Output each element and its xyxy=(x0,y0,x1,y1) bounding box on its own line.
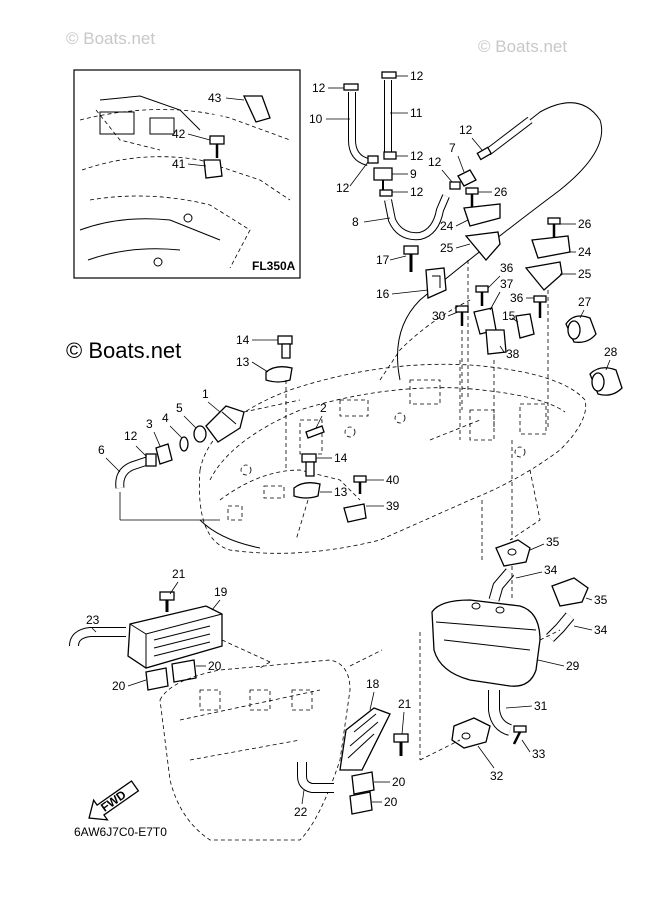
callout-24-a: 24 xyxy=(440,219,454,233)
callout-12-d: 12 xyxy=(410,149,424,163)
callout-5: 5 xyxy=(176,401,183,415)
callout-20-c: 20 xyxy=(392,775,406,789)
callout-12-c: 12 xyxy=(459,123,473,137)
callout-2: 2 xyxy=(320,401,327,415)
right-callouts: 26 24 25 36 37 30 36 36 36 15 38 27 28 xyxy=(432,217,618,371)
callout-18: 18 xyxy=(366,677,380,691)
silencer-callouts: 35 34 35 34 29 31 33 32 xyxy=(477,535,608,783)
callout-21-a: 21 xyxy=(172,567,186,581)
callout-15: 15 xyxy=(502,309,516,323)
callout-27: 27 xyxy=(578,295,592,309)
callout-36-shown: 36 xyxy=(510,291,524,305)
callout-32: 32 xyxy=(490,769,504,783)
callout-25-b: 25 xyxy=(578,267,592,281)
callout-7: 7 xyxy=(449,141,456,155)
callout-20-d: 20 xyxy=(384,795,398,809)
forward-arrow xyxy=(88,780,140,821)
callout-12-e: 12 xyxy=(428,155,442,169)
callout-21-b: 21 xyxy=(398,697,412,711)
callout-8: 8 xyxy=(352,215,359,229)
callout-41: 41 xyxy=(172,157,186,171)
callout-38: 38 xyxy=(506,347,520,361)
inset-code: FL350A xyxy=(252,259,296,273)
callout-12-g: 12 xyxy=(410,185,424,199)
callout-34-b: 34 xyxy=(594,623,608,637)
top-hose-group xyxy=(343,71,603,381)
lower-left-callouts: 21 19 23 20 20 18 21 20 20 22 xyxy=(86,567,412,819)
callout-26-a: 26 xyxy=(494,185,508,199)
callout-14-b: 14 xyxy=(334,451,348,465)
callout-17: 17 xyxy=(376,253,390,267)
callout-31: 31 xyxy=(534,699,548,713)
callout-43: 43 xyxy=(208,91,222,105)
inset-panel: 43 42 41 FL350A xyxy=(73,69,301,279)
callout-4: 4 xyxy=(162,411,169,425)
watermark-top-right: © Boats.net xyxy=(478,37,567,56)
callout-12-b: 12 xyxy=(410,69,424,83)
callout-16: 16 xyxy=(376,287,390,301)
callout-13-b: 13 xyxy=(334,485,348,499)
callout-3: 3 xyxy=(146,417,153,431)
watermark-middle-left: © Boats.net xyxy=(66,338,181,363)
callout-36-a: 36 xyxy=(500,261,514,275)
callout-10: 10 xyxy=(309,112,323,126)
watermark-top-left: © Boats.net xyxy=(66,29,155,48)
callout-23: 23 xyxy=(86,613,100,627)
left-callouts: 1 5 4 3 12 6 14 13 2 14 13 40 39 xyxy=(98,333,400,513)
callout-20-a: 20 xyxy=(208,659,222,673)
callout-35-b: 35 xyxy=(594,593,608,607)
callout-12-f: 12 xyxy=(336,181,350,195)
top-callouts: 12 12 10 11 12 12 7 12 9 12 12 26 24 8 2… xyxy=(309,69,508,301)
callout-12-a: 12 xyxy=(312,81,326,95)
callout-33: 33 xyxy=(532,747,546,761)
callout-6: 6 xyxy=(98,443,105,457)
callout-19: 19 xyxy=(214,585,228,599)
callout-12-h: 12 xyxy=(124,429,138,443)
lower-left-group xyxy=(69,591,409,841)
footer-code: 6AW6J7C0-E7T0 xyxy=(74,825,167,839)
callout-30: 30 xyxy=(432,309,446,323)
callout-28: 28 xyxy=(604,345,618,359)
callout-1: 1 xyxy=(202,387,209,401)
callout-37: 37 xyxy=(500,277,514,291)
callout-20-b: 20 xyxy=(112,679,126,693)
bottom-cowling xyxy=(199,299,587,560)
callout-42: 42 xyxy=(172,127,186,141)
callout-40: 40 xyxy=(386,473,400,487)
callout-26-b: 26 xyxy=(578,217,592,231)
callout-9: 9 xyxy=(410,167,417,181)
callout-13-a: 13 xyxy=(236,355,250,369)
callout-39: 39 xyxy=(386,499,400,513)
callout-35-a: 35 xyxy=(546,535,560,549)
callout-22: 22 xyxy=(294,805,308,819)
left-fitting-group xyxy=(115,335,367,541)
callout-11: 11 xyxy=(410,106,423,120)
callout-14-a: 14 xyxy=(236,333,250,347)
silencer-group xyxy=(419,539,589,761)
callout-25-a: 25 xyxy=(440,241,454,255)
callout-34-a: 34 xyxy=(544,563,558,577)
callout-24-b: 24 xyxy=(578,245,592,259)
callout-29: 29 xyxy=(566,659,580,673)
